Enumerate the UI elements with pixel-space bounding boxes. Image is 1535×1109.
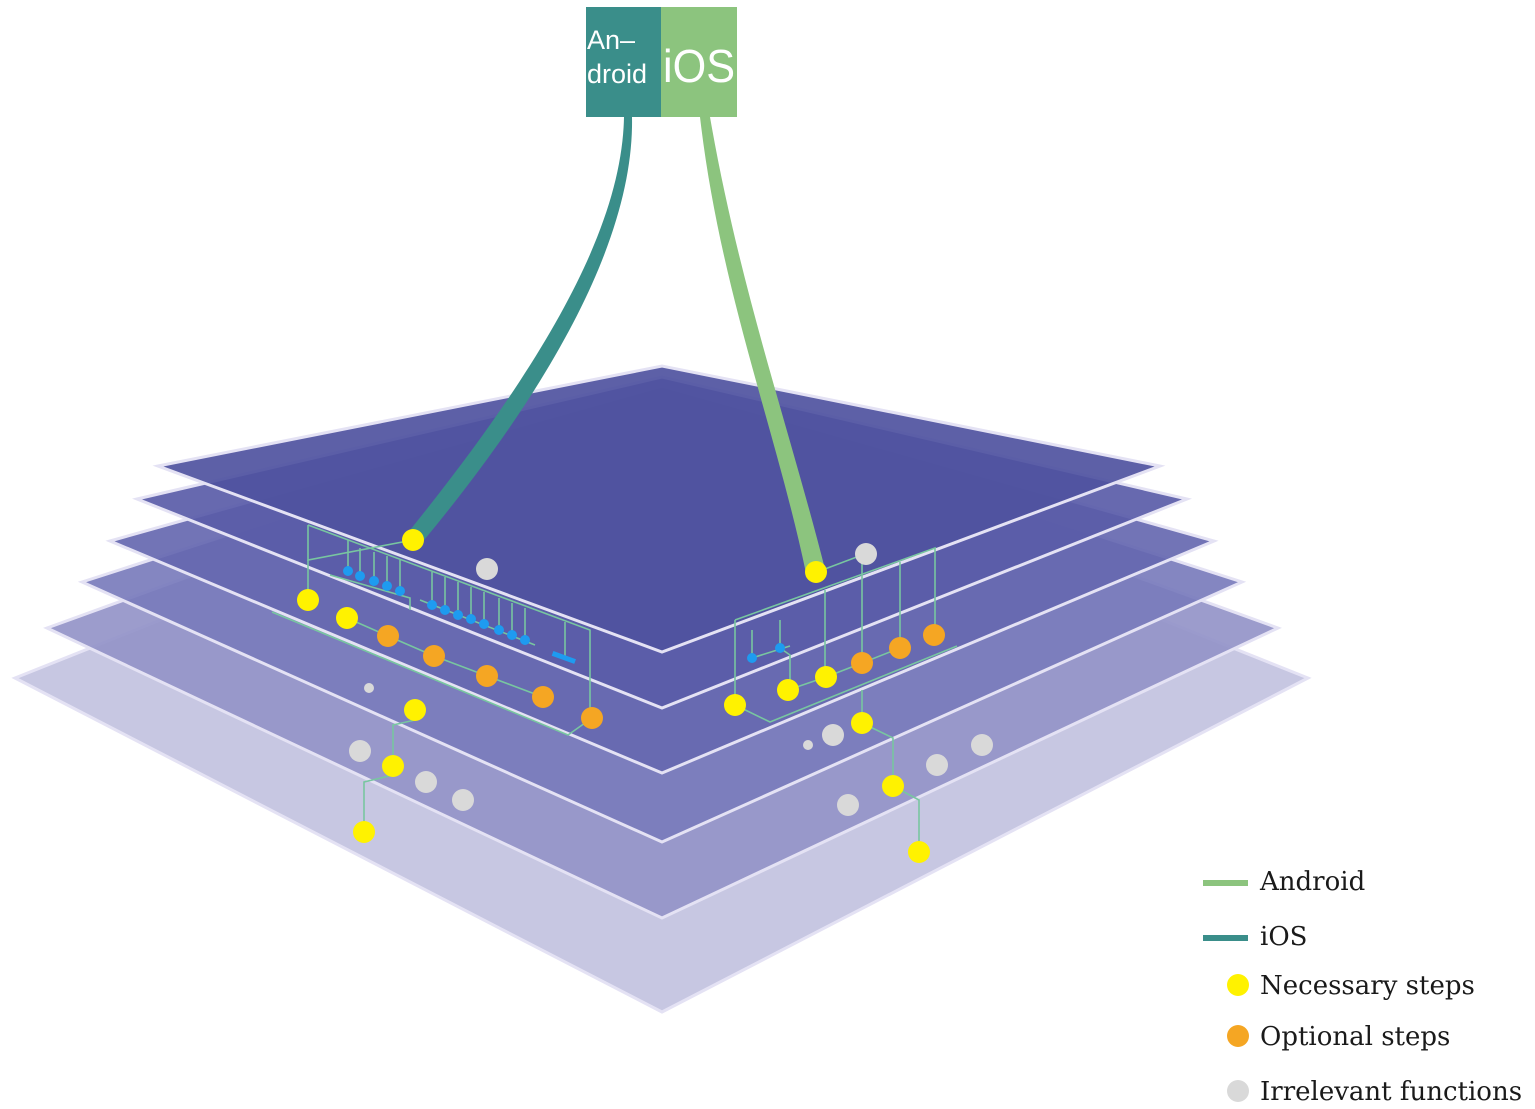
connector-line [329,574,411,610]
optional-step-dot [581,707,603,729]
necessary-step-dot [882,775,904,797]
legend-necessary-label: Necessary steps [1260,971,1475,1001]
necessary-step-dot [353,821,375,843]
connector-line [779,620,791,690]
irrelevant-function-dot [415,771,437,793]
irrelevant-function-dot [855,543,877,565]
sub-function-dot [355,571,365,581]
sub-function-dot [343,566,353,576]
necessary-step-dot [777,679,799,701]
necessary-step-dot [404,699,426,721]
necessary-step-dots [297,529,930,863]
optional-step-dot [889,637,911,659]
android-box-label-1: An– [587,25,635,55]
android-ribbon [700,117,826,573]
sub-function-dot [453,610,463,620]
android-box-label-2: droid [587,59,647,89]
irrelevant-function-dot [837,794,859,816]
platform-ribbons [406,117,826,573]
ios-box [661,7,737,117]
irrelevant-function-dot [926,754,948,776]
ios-step-tree [271,524,593,832]
android-box [586,7,661,117]
function-layers [11,364,1312,1014]
optional-step-dot [532,686,554,708]
legend-irrelevant-label: Irrelevant functions [1260,1077,1522,1107]
optional-step-dot [423,645,445,667]
legend-necessary-dot [1227,974,1249,996]
irrelevant-function-dot [476,558,498,580]
sub-function-dot [395,586,405,596]
necessary-step-dot [908,841,930,863]
optional-step-dot [923,624,945,646]
irrelevant-function-dot [803,740,813,750]
irrelevant-function-dot [822,724,844,746]
sub-function-dot [427,600,437,610]
necessary-step-dot [805,561,827,583]
necessary-step-dot [336,607,358,629]
sub-function-dot [494,625,504,635]
legend-irrelevant-dot [1227,1080,1249,1102]
irrelevant-function-dot [971,734,993,756]
optional-step-dot [377,625,399,647]
legend-optional-dot [1227,1025,1249,1047]
connector-line [734,645,958,723]
platform-box: An– droid iOS [586,7,737,117]
necessary-step-dot [724,694,746,716]
sub-function-dot [520,635,530,645]
sub-function-dot [382,581,392,591]
layer-1 [152,364,1166,654]
optional-step-dot [476,665,498,687]
legend: Android iOS Necessary steps Optional ste… [1203,867,1522,1107]
necessary-step-dot [402,529,424,551]
legend-android-label: Android [1259,867,1365,897]
sub-function-bar [551,651,576,664]
optional-step-dots [377,624,945,729]
legend-ios-label: iOS [1260,922,1307,952]
sub-function-dot [479,619,489,629]
sub-function-dot [369,576,379,586]
sub-function-dot [440,605,450,615]
irrelevant-function-dot [364,683,374,693]
sub-function-dots [343,566,785,664]
sub-function-dot [466,614,476,624]
optional-step-dot [851,652,873,674]
necessary-step-dot [815,666,837,688]
irrelevant-function-dot [452,789,474,811]
ios-box-label: iOS [663,40,735,92]
necessary-step-dot [297,589,319,611]
legend-optional-label: Optional steps [1260,1022,1450,1052]
irrelevant-function-dot [349,740,371,762]
sub-function-dot [775,643,785,653]
necessary-step-dot [382,755,404,777]
necessary-step-dot [851,712,873,734]
irrelevant-function-dots [349,543,993,816]
connector-line [734,546,936,635]
connector-line [307,524,591,720]
connector-line [787,647,901,691]
connector-line [861,722,894,786]
sub-function-dot [747,653,757,663]
sub-function-dot [507,630,517,640]
